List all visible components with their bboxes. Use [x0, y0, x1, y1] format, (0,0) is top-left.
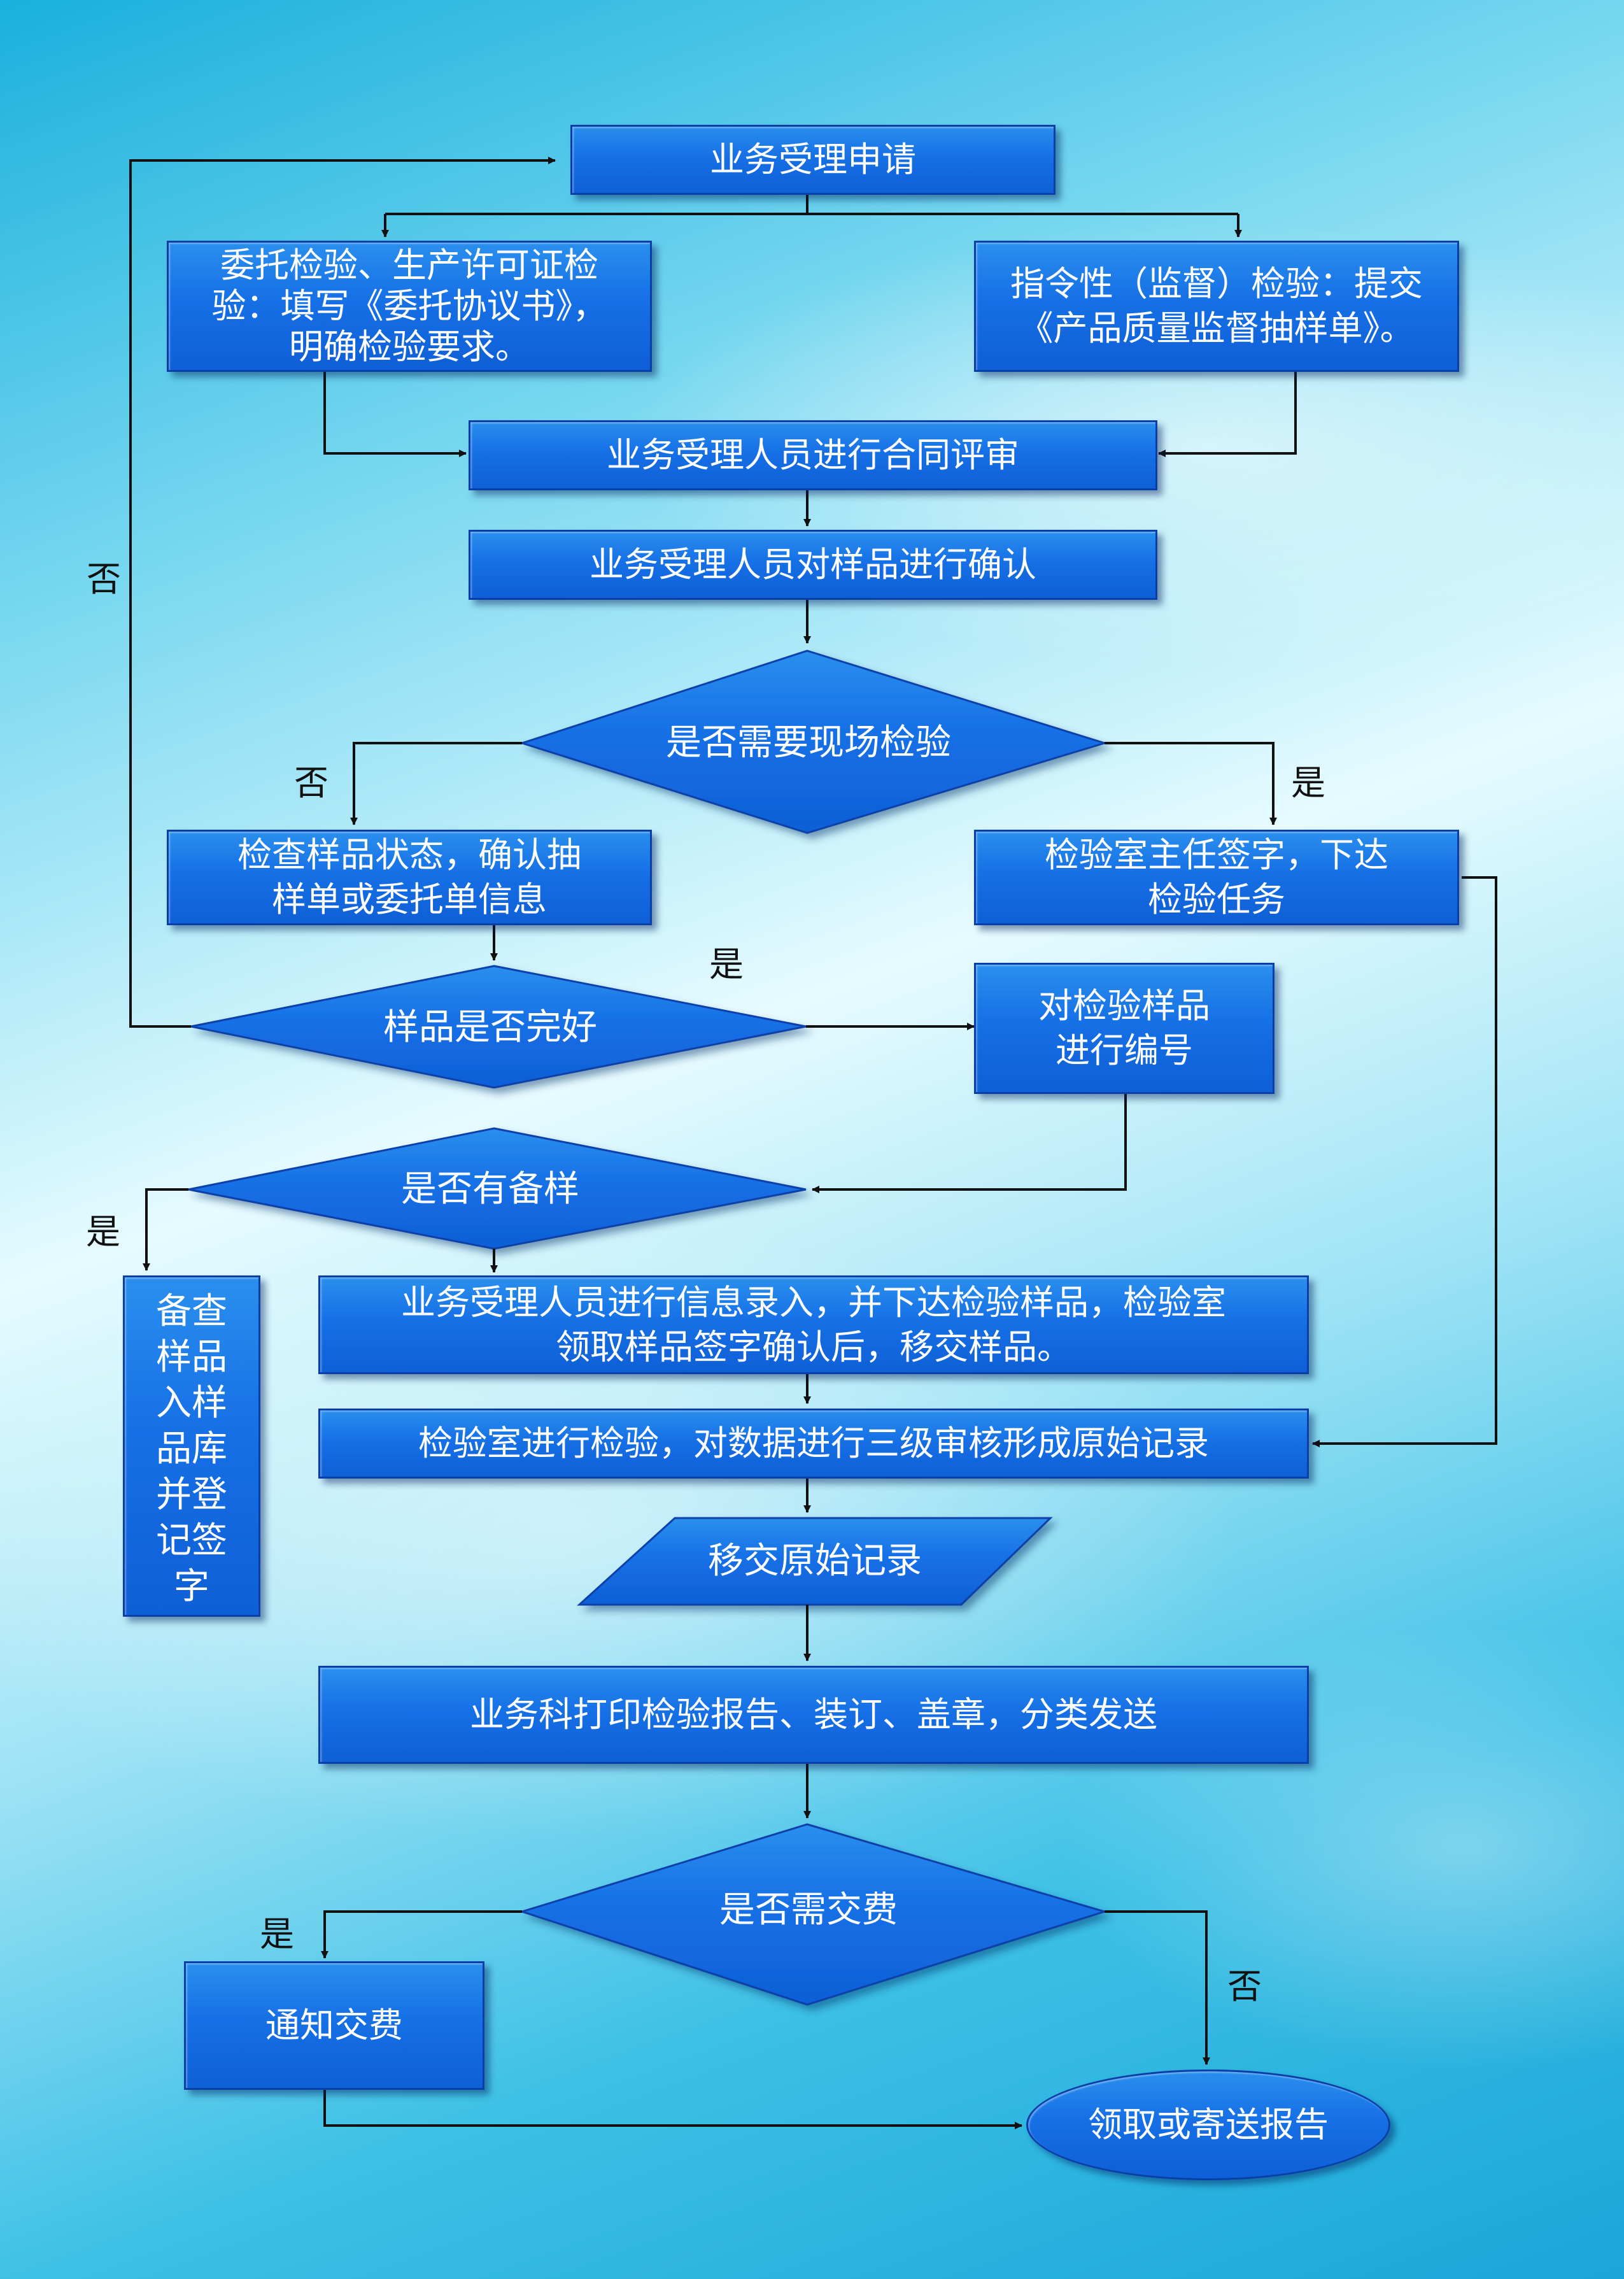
node-collect-report: 领取或寄送报告 — [1026, 2070, 1390, 2180]
node-storage-label: 备查样品入样品库并登记签字 — [156, 1291, 227, 1607]
connector-lines — [129, 157, 1497, 2129]
node-entrust-label: 委托检验、生产许可证检 验：填写《委托协议书》， 明确检验要求。 — [211, 245, 607, 367]
node-numbering: 对检验样品 进行编号 — [974, 963, 1274, 1094]
node-lab-test: 检验室进行检验，对数据进行三级审核形成原始记录 — [318, 1409, 1309, 1479]
node-info-entry-label: 业务受理人员进行信息录入，并下达检验样品，检验室 领取样品签字确认后，移交样品。 — [401, 1282, 1226, 1367]
node-numbering-label: 对检验样品 进行编号 — [1038, 986, 1210, 1070]
node-sample-confirm: 业务受理人员对样品进行确认 — [469, 530, 1157, 600]
node-directive-label: 指令性（监督）检验：提交 《产品质量监督抽样单》。 — [1010, 264, 1423, 348]
node-notify-fee-label: 通知交费 — [265, 2005, 403, 2045]
decision-onsite-shape — [519, 650, 1108, 834]
node-lab-test-label: 检验室进行检验，对数据进行三级审核形成原始记录 — [418, 1423, 1209, 1463]
node-print-report-label: 业务科打印检验报告、装订、盖章，分类发送 — [470, 1694, 1157, 1735]
edge-label-onsite-yes: 是 — [1291, 763, 1325, 803]
node-check-sample-label: 检查样品状态，确认抽 样单或委托单信息 — [237, 835, 581, 919]
node-info-entry: 业务受理人员进行信息录入，并下达检验样品，检验室 领取样品签字确认后，移交样品。 — [318, 1275, 1309, 1374]
node-contract-review: 业务受理人员进行合同评审 — [469, 420, 1157, 490]
node-entrust: 委托检验、生产许可证检 验：填写《委托协议书》， 明确检验要求。 — [167, 241, 652, 372]
node-apply: 业务受理申请 — [570, 125, 1056, 195]
edge-label-backup-yes: 是 — [86, 1212, 120, 1252]
transfer-record-shape — [577, 1517, 1053, 1606]
edge-label-intact-yes: 是 — [709, 944, 744, 984]
edge-label-fee-yes: 是 — [260, 1914, 294, 1954]
node-sample-confirm-label: 业务受理人员对样品进行确认 — [590, 544, 1036, 585]
edge-label-fee-no: 否 — [1227, 1966, 1262, 2006]
node-notify-fee: 通知交费 — [184, 1961, 484, 2090]
node-print-report: 业务科打印检验报告、装订、盖章，分类发送 — [318, 1666, 1309, 1764]
node-contract-review-label: 业务受理人员进行合同评审 — [607, 435, 1019, 475]
node-lab-director-label: 检验室主任签字，下达 检验任务 — [1045, 835, 1388, 919]
decision-intact-shape — [190, 965, 807, 1089]
edge-label-loop-no: 否 — [87, 559, 121, 599]
decision-backup-shape — [188, 1127, 807, 1250]
decision-fee-shape — [519, 1823, 1108, 2006]
edge-label-onsite-no: 否 — [294, 763, 328, 803]
node-collect-report-label: 领取或寄送报告 — [1088, 2105, 1329, 2145]
node-lab-director: 检验室主任签字，下达 检验任务 — [974, 830, 1459, 925]
node-apply-label: 业务受理申请 — [710, 139, 916, 180]
node-directive: 指令性（监督）检验：提交 《产品质量监督抽样单》。 — [974, 241, 1459, 372]
node-check-sample: 检查样品状态，确认抽 样单或委托单信息 — [167, 830, 652, 925]
node-storage: 备查样品入样品库并登记签字 — [123, 1275, 260, 1617]
